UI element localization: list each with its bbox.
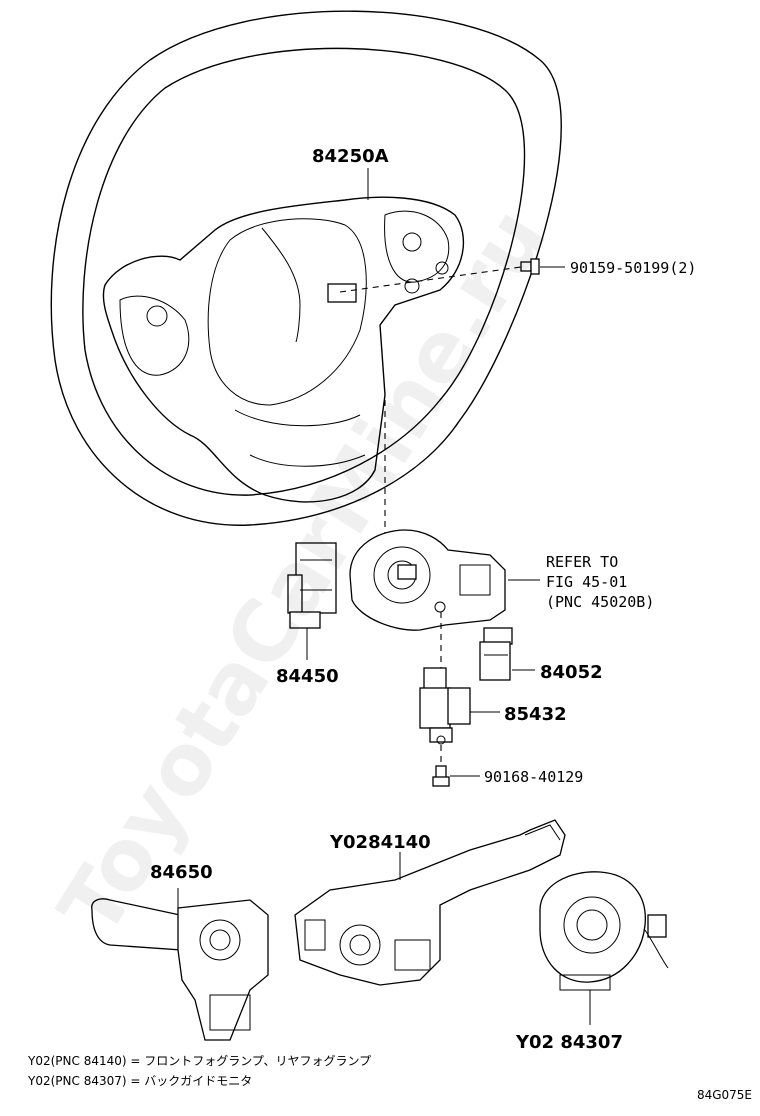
spiral-cable-illustration (539, 871, 669, 991)
combo-switch-illustration (294, 819, 566, 986)
screw-top-illustration (520, 258, 540, 275)
note-line2: Y02(PNC 84307) = バックガイドモニタ (28, 1074, 253, 1088)
label-85432: 85432 (504, 704, 567, 725)
label-90168-40129: 90168-40129 (484, 768, 583, 786)
switch-84052-illustration (479, 627, 513, 681)
ref-line3: (PNC 45020B) (546, 593, 654, 611)
ref-line1: REFER TO (546, 553, 618, 571)
figure-code: 84G075E (696, 1088, 752, 1102)
lever-84650-illustration (91, 898, 269, 1041)
label-y0284140: Y0284140 (329, 832, 431, 853)
label-84052: 84052 (540, 662, 603, 683)
switch-85432-illustration (419, 667, 471, 745)
ref-line2: FIG 45-01 (546, 573, 627, 591)
bracket-84450-illustration (287, 542, 337, 629)
label-y0284307: Y02 84307 (515, 1032, 623, 1053)
label-84650: 84650 (150, 862, 213, 883)
screw-bottom-illustration (432, 765, 450, 787)
note-line1: Y02(PNC 84140) = フロントフォグランプ、リヤフォグランプ (28, 1054, 372, 1068)
label-90159-50199: 90159-50199(2) (570, 259, 696, 277)
label-84450: 84450 (276, 666, 339, 687)
label-84250a: 84250A (312, 146, 389, 167)
steering-wheel-illustration (50, 10, 562, 526)
dash-screw-top (339, 266, 522, 293)
housing-illustration (349, 529, 506, 631)
